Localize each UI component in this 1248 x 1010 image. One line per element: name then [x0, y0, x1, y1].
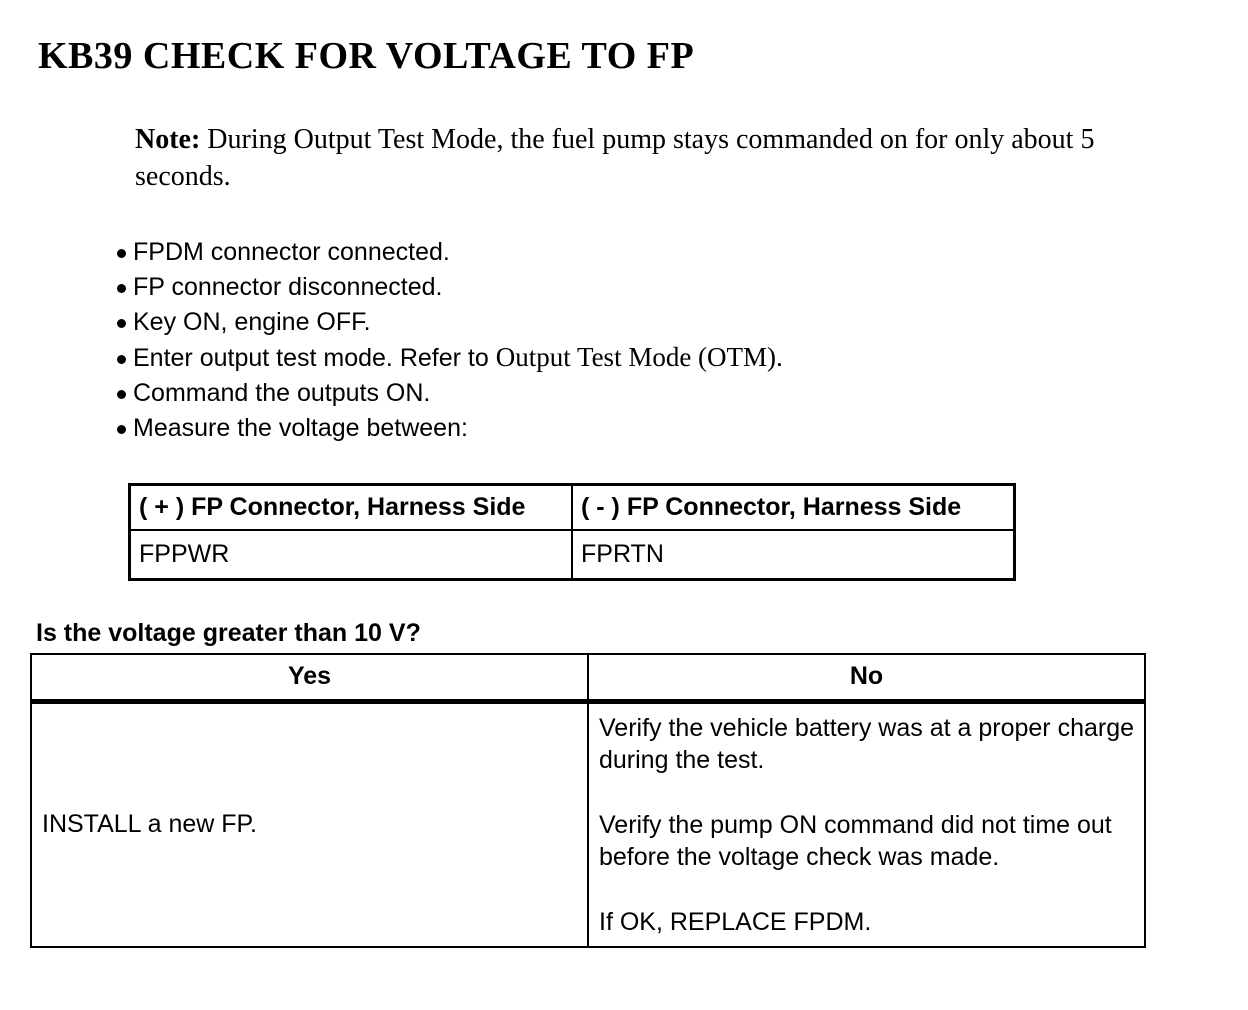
measurement-cell-negative-pin: FPRTN [571, 528, 1016, 581]
bullet-icon [117, 248, 126, 258]
bullet-text: FP connector disconnected. [133, 272, 443, 301]
no-action-text: Verify the pump ON command did not time … [599, 810, 1112, 871]
bullet-item-fpdm-connected: FPDM connector connected. [117, 237, 1248, 266]
no-action-text: Verify the vehicle battery was at a prop… [599, 713, 1135, 774]
measurement-table-data-row: FPPWR FPRTN [128, 528, 1016, 581]
decision-table: Yes No INSTALL a new FP. Verify the vehi… [30, 652, 1146, 948]
decision-table-body-row: INSTALL a new FP. Verify the vehicle bat… [30, 700, 1146, 948]
no-action-text: If OK, REPLACE FPDM. [599, 907, 872, 936]
question-text: Is the voltage greater than 10 V? [36, 618, 421, 647]
yes-action-cell: INSTALL a new FP. [30, 700, 589, 948]
measurement-table-header-row: ( + ) FP Connector, Harness Side ( - ) F… [128, 483, 1016, 531]
otm-reference-link[interactable]: Output Test Mode (OTM) [495, 341, 777, 372]
note-label: Note: [135, 123, 201, 155]
bullet-text-prefix: Enter output test mode. Refer to [133, 343, 496, 372]
bullet-text: Key ON, engine OFF. [133, 307, 371, 336]
measurement-cell-positive-pin: FPPWR [128, 528, 573, 581]
note-text: During Output Test Mode, the fuel pump s… [135, 123, 1095, 192]
bullet-icon [117, 283, 126, 293]
bullet-text-suffix: . [776, 341, 783, 372]
bullet-item-enter-otm: Enter output test mode. Refer to Output … [117, 341, 1248, 372]
bullet-item-fp-disconnected: FP connector disconnected. [117, 272, 1248, 301]
bullet-text: Command the outputs ON. [133, 378, 431, 407]
page-title: KB39 CHECK FOR VOLTAGE TO FP [38, 35, 695, 77]
bullet-icon [117, 389, 126, 399]
measurement-header-positive: ( + ) FP Connector, Harness Side [128, 483, 573, 531]
bullet-icon [117, 354, 126, 364]
no-action-cell: Verify the vehicle battery was at a prop… [587, 700, 1146, 948]
bullet-text: FPDM connector connected. [133, 237, 450, 266]
decision-header-yes: Yes [30, 652, 589, 704]
bullet-text: Measure the voltage between: [133, 413, 468, 442]
measurement-table: ( + ) FP Connector, Harness Side ( - ) F… [128, 482, 1016, 581]
precondition-bullet-list: FPDM connector connected. FP connector d… [117, 237, 1248, 442]
note: Note: During Output Test Mode, the fuel … [135, 122, 1183, 196]
bullet-item-measure-voltage: Measure the voltage between: [117, 413, 1248, 442]
bullet-icon [117, 424, 126, 434]
bullet-item-command-outputs: Command the outputs ON. [117, 378, 1248, 407]
measurement-header-negative: ( - ) FP Connector, Harness Side [571, 483, 1016, 531]
yes-action-text: INSTALL a new FP. [42, 810, 257, 839]
decision-table-header-row: Yes No [30, 652, 1146, 704]
bullet-item-key-on: Key ON, engine OFF. [117, 307, 1248, 336]
bullet-text: Enter output test mode. Refer to Output … [133, 341, 783, 372]
bullet-icon [117, 318, 126, 328]
decision-header-no: No [587, 652, 1146, 704]
